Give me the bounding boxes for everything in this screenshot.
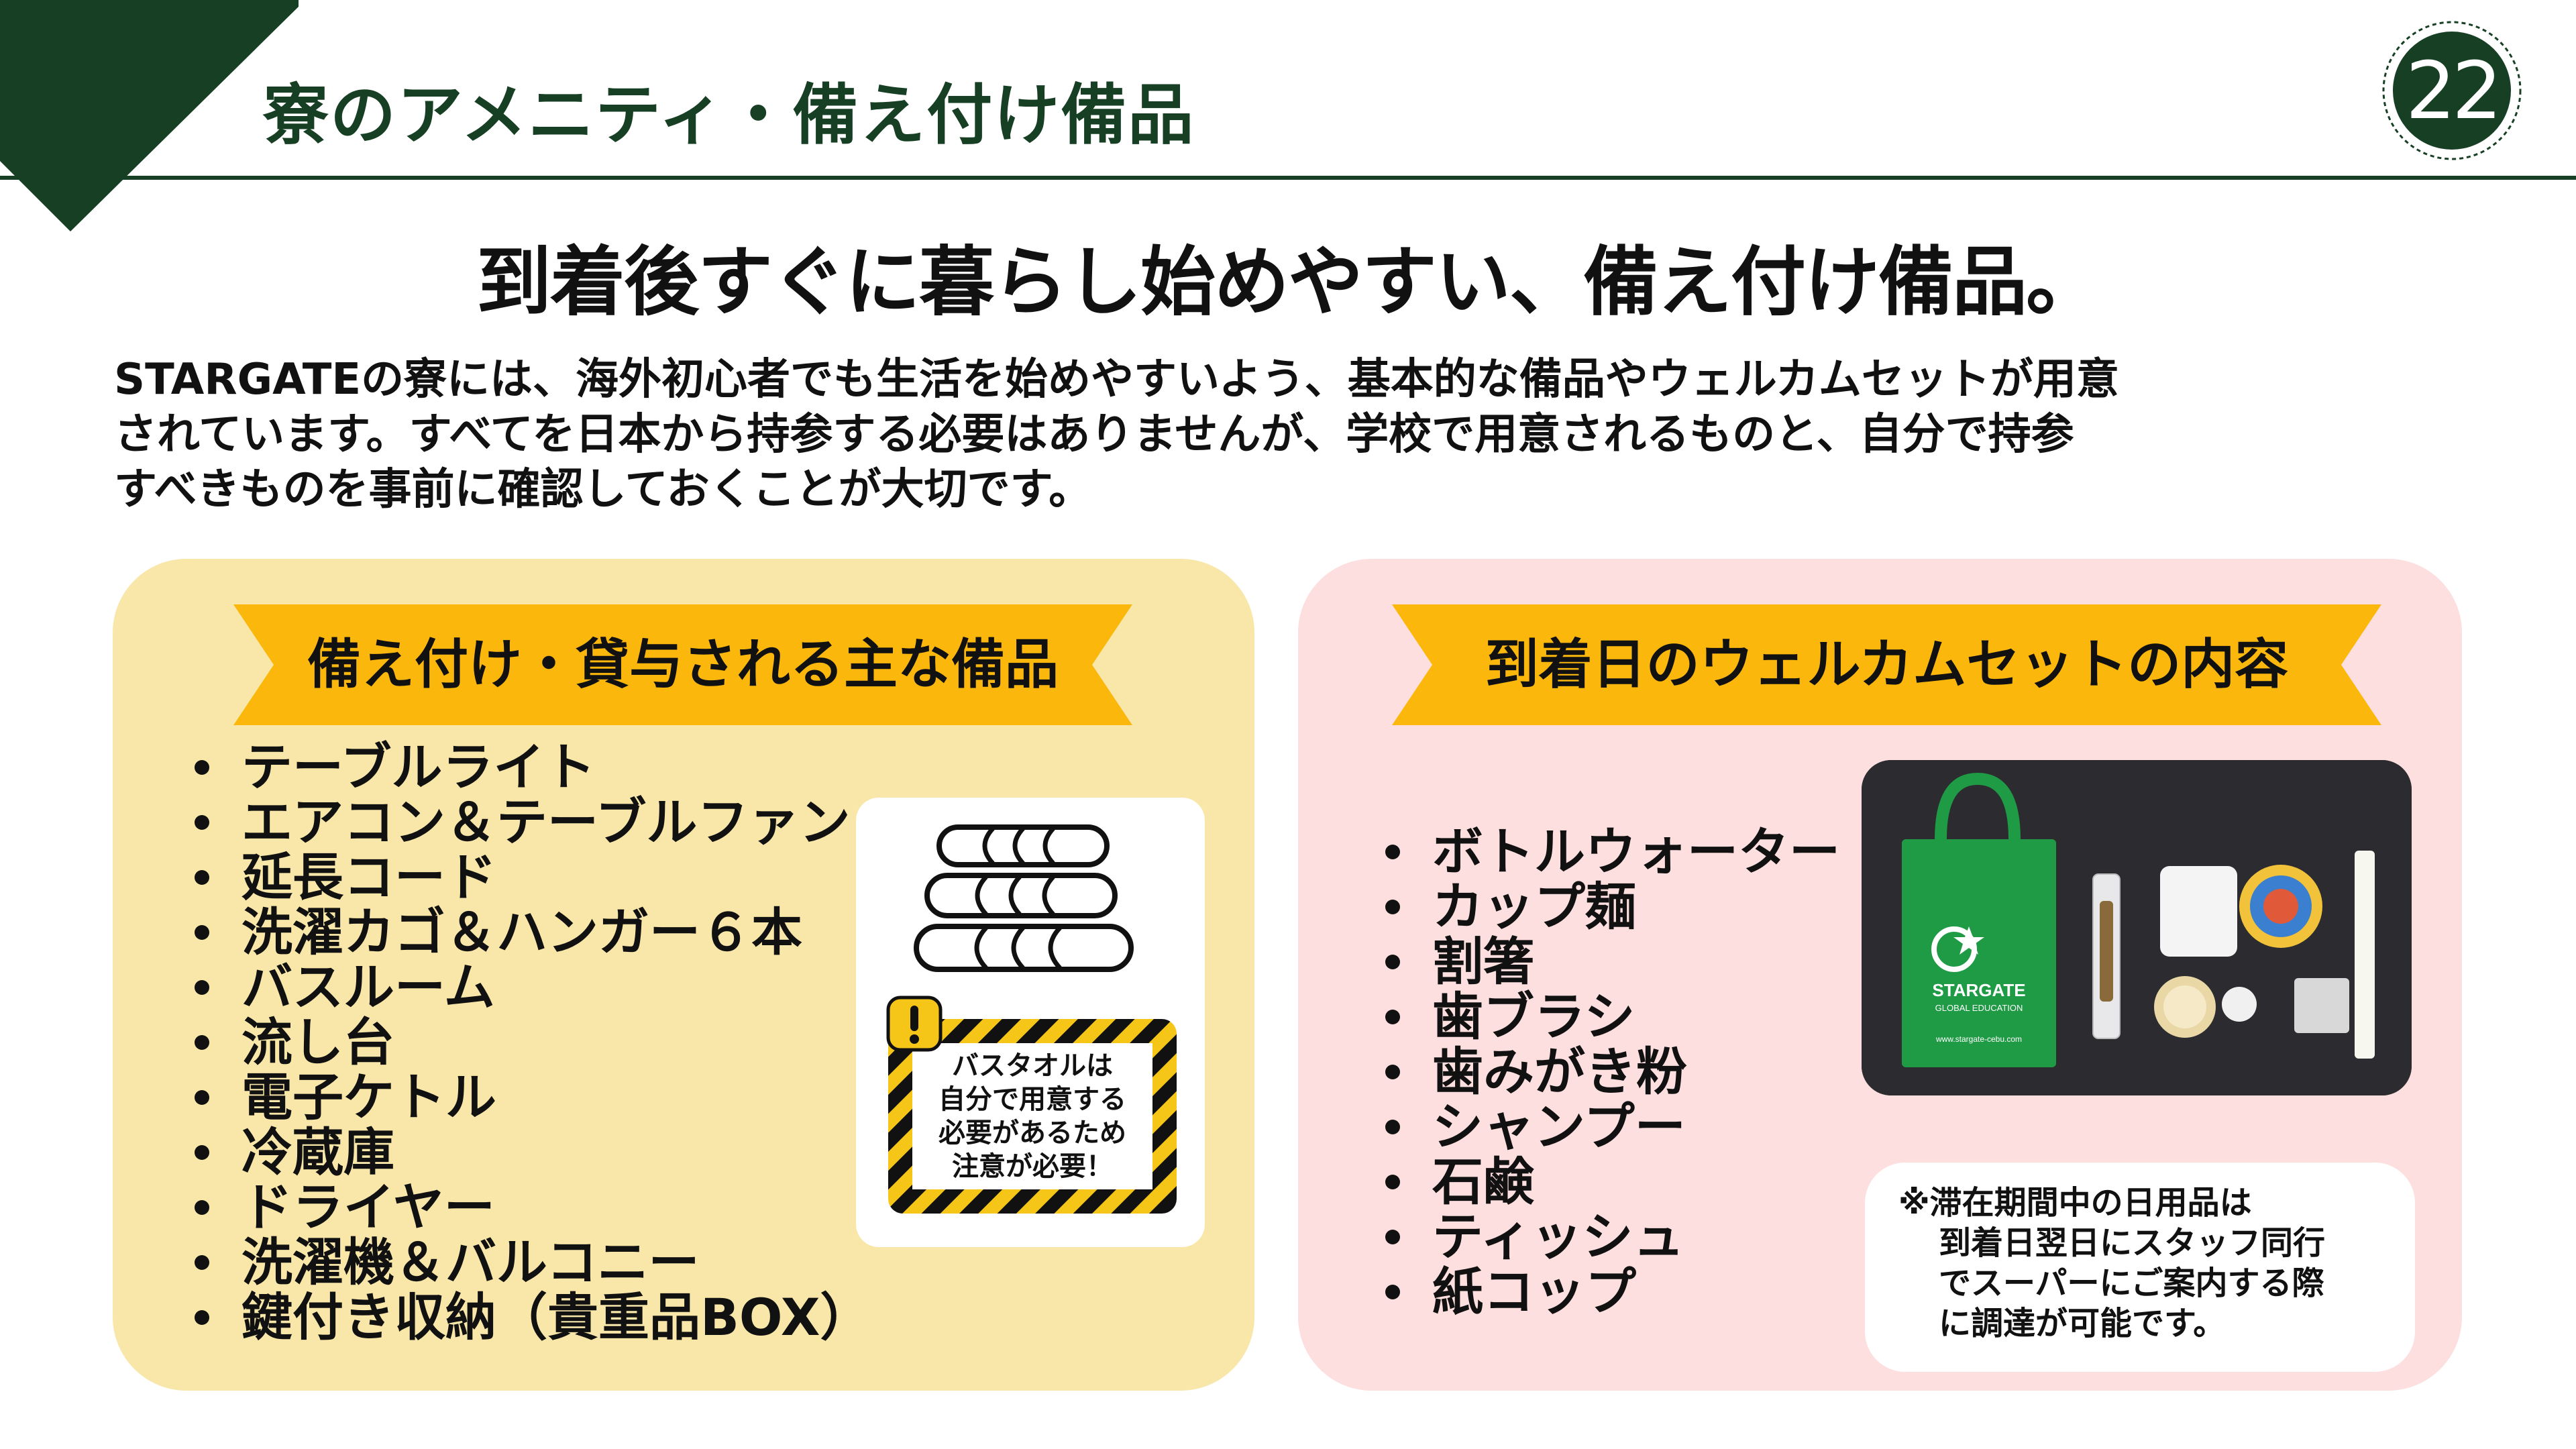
list-item: 洗濯カゴ＆ハンガー６本 — [180, 905, 871, 960]
list-item: 電子ケトル — [180, 1070, 871, 1125]
list-item: 割箸 — [1371, 934, 1840, 989]
bag-sub-text: GLOBAL EDUCATION — [1935, 1003, 2023, 1013]
list-item: 鍵付き収納（貴重品BOX） — [180, 1290, 871, 1345]
bag-url-text: www.stargate-cebu.com — [1935, 1034, 2022, 1044]
list-item: 歯みがき粉 — [1371, 1044, 1840, 1099]
list-item: ドライヤー — [180, 1180, 871, 1235]
intro-line: されています。すべてを日本から持参する必要はありませんが、学校で用意されるものと… — [114, 410, 2074, 460]
list-item: 紙コップ — [1371, 1265, 1840, 1320]
list-item: 冷蔵庫 — [180, 1125, 871, 1180]
furnished-items-heading: 備え付け・貸与される主な備品 — [307, 633, 1059, 696]
list-item: バスルーム — [180, 960, 871, 1015]
welcome-set-panel: 到着日のウェルカムセットの内容 ボトルウォーター カップ麺 割箸 歯ブラシ 歯み… — [1298, 559, 2462, 1391]
welcome-set-illustration: STARGATE GLOBAL EDUCATION www.stargate-c… — [1862, 760, 2412, 1095]
title-divider — [0, 176, 2576, 180]
caution-line: 注意が必要！ — [952, 1151, 1113, 1182]
note-line: に調達が可能です。 — [1939, 1305, 2226, 1342]
list-item: 歯ブラシ — [1371, 989, 1840, 1044]
list-item: 流し台 — [180, 1015, 871, 1070]
badge-circle — [2382, 21, 2522, 160]
note-line: でスーパーにご案内する際 — [1939, 1265, 2324, 1302]
page-number-badge: 22 — [2381, 20, 2522, 161]
intro-line: STARGATEの寮には、海外初心者でも生活を始めやすいよう、基本的な備品やウェ… — [114, 355, 2119, 405]
caution-line: 必要があるため — [938, 1118, 1126, 1148]
list-item: テーブルライト — [180, 740, 871, 795]
bath-towel-notice-card: バスタオルは 自分で用意する 必要があるため 注意が必要！ — [856, 798, 1205, 1247]
list-item: 洗濯機＆バルコニー — [180, 1235, 871, 1290]
list-item: エアコン＆テーブルファン — [180, 795, 871, 850]
list-item: カップ麺 — [1371, 879, 1840, 934]
headline: 到着後すぐに暮らし始めやすい、備え付け備品。 — [476, 239, 2101, 326]
ribbon-shape — [1392, 604, 2381, 725]
furnished-items-ribbon: 備え付け・貸与される主な備品 — [233, 604, 1132, 725]
list-item: 石鹸 — [1371, 1155, 1840, 1210]
daily-goods-note: ※滞在期間中の日用品は 到着日翌日にスタッフ同行 でスーパーにご案内する際 に調… — [1865, 1163, 2415, 1372]
list-item: シャンプー — [1371, 1099, 1840, 1155]
intro-line: すべきものを事前に確認しておくことが大切です。 — [114, 465, 1092, 515]
welcome-set-photo: STARGATE GLOBAL EDUCATION www.stargate-c… — [1862, 760, 2412, 1095]
corner-triangle-decoration — [0, 0, 299, 231]
list-item: ティッシュ — [1371, 1210, 1840, 1265]
folded-towels-icon — [914, 824, 1134, 972]
list-item: ボトルウォーター — [1371, 824, 1840, 879]
caution-line: 自分で用意する — [938, 1084, 1126, 1115]
welcome-set-list: ボトルウォーター カップ麺 割箸 歯ブラシ 歯みがき粉 シャンプー 石鹸 ティッ… — [1371, 824, 1840, 1320]
caution-text: バスタオルは 自分で用意する 必要があるため 注意が必要！ — [912, 1043, 1152, 1189]
bag-brand-text: STARGATE — [1932, 980, 2025, 1000]
intro-paragraph: STARGATEの寮には、海外初心者でも生活を始めやすいよう、基本的な備品やウェ… — [114, 352, 2462, 517]
note-line: ※滞在期間中の日用品は — [1898, 1184, 2252, 1222]
welcome-set-heading: 到着日のウェルカムセットの内容 — [1485, 633, 2289, 696]
furnished-items-panel: 備え付け・貸与される主な備品 テーブルライト エアコン＆テーブルファン 延長コー… — [113, 559, 1254, 1391]
page-number: 22 — [2405, 44, 2502, 137]
welcome-set-ribbon: 到着日のウェルカムセットの内容 — [1392, 604, 2381, 725]
caution-line: バスタオルは — [952, 1051, 1113, 1081]
list-item: 延長コード — [180, 850, 871, 905]
caution-box: バスタオルは 自分で用意する 必要があるため 注意が必要！ — [886, 996, 1177, 1214]
note-line: 到着日翌日にスタッフ同行 — [1939, 1224, 2326, 1262]
warning-icon — [886, 996, 943, 1052]
furnished-items-list: テーブルライト エアコン＆テーブルファン 延長コード 洗濯カゴ＆ハンガー６本 バ… — [180, 740, 871, 1345]
page-title: 寮のアメニティ・備え付け備品 — [263, 77, 1195, 154]
ribbon-shape — [233, 604, 1132, 725]
